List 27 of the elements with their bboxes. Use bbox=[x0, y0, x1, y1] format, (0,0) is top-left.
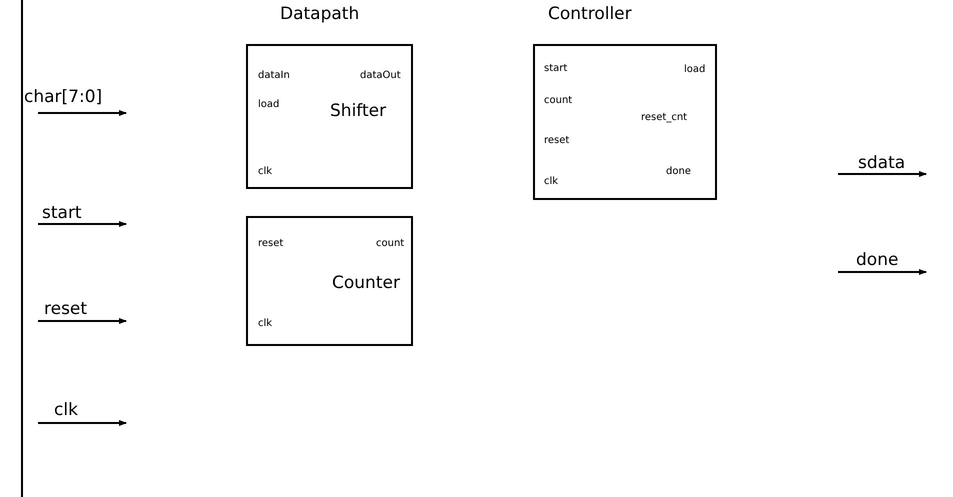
port-name: clk bbox=[258, 167, 272, 177]
port-name: done bbox=[666, 167, 691, 177]
port-name: count bbox=[544, 96, 572, 106]
signal-name: char[7:0] bbox=[24, 87, 102, 108]
port-name: count bbox=[376, 239, 404, 249]
signal-name: done bbox=[856, 250, 898, 272]
signal-name: clk bbox=[54, 400, 78, 422]
port-name: reset bbox=[544, 136, 570, 146]
port-name: clk bbox=[258, 319, 272, 329]
module-name: Shifter bbox=[330, 103, 386, 120]
module-box bbox=[533, 44, 717, 200]
port-name: start bbox=[544, 64, 568, 74]
module-name: Counter bbox=[332, 275, 400, 292]
signal-name: reset bbox=[44, 299, 88, 320]
port-name: clk bbox=[544, 177, 558, 187]
port-name: reset bbox=[258, 239, 284, 249]
port-name: load bbox=[258, 100, 280, 110]
port-name: reset_cnt bbox=[641, 113, 688, 123]
module-box bbox=[246, 44, 413, 189]
port-name: load bbox=[684, 65, 706, 75]
section-title: Controller bbox=[548, 4, 632, 26]
port-name: dataOut bbox=[360, 71, 401, 81]
signal-name: start bbox=[42, 203, 82, 224]
signal-name: sdata bbox=[858, 153, 906, 174]
module-box bbox=[246, 216, 413, 346]
port-name: dataIn bbox=[258, 71, 290, 81]
section-title: Datapath bbox=[280, 4, 360, 26]
